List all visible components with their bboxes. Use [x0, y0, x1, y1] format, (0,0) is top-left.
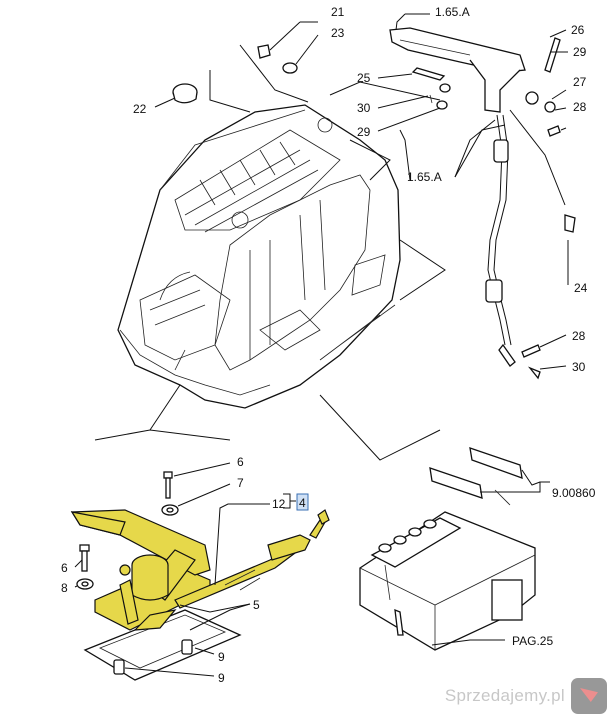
callout-6-left: 6 [61, 561, 68, 575]
washer-8 [76, 578, 94, 590]
callout-6-top: 6 [237, 455, 244, 469]
callout-21: 21 [331, 5, 345, 19]
callout-1-65a-mid: 1.65.A [407, 170, 442, 184]
callout-28-top: 28 [573, 100, 587, 114]
callout-4-badge [296, 493, 309, 511]
callout-9-00860: 9.00860 [552, 486, 596, 500]
callout-25: 25 [357, 71, 371, 85]
bolt-6b [79, 544, 90, 572]
bracket-leaders [377, 13, 569, 370]
bracket-top-right [389, 27, 561, 137]
plug-21 [257, 21, 318, 59]
watermark: Sprzedajemy.pl [445, 678, 607, 714]
control-module [359, 489, 536, 651]
watermark-text: Sprzedajemy.pl [444, 686, 565, 705]
callout-labels: 21 23 22 1.65.A 26 29 25 27 30 28 29 1.6… [61, 5, 596, 685]
spacer-9b [113, 659, 125, 675]
callout-12: 12 [272, 497, 286, 511]
callout-5: 5 [253, 598, 260, 612]
callout-7: 7 [237, 476, 244, 490]
washer-7 [161, 504, 179, 516]
callout-30-bottom: 30 [572, 360, 586, 374]
callout-pag-25: PAG.25 [512, 634, 553, 648]
cab-leader-lines [94, 44, 446, 461]
plug-23 [282, 34, 319, 74]
callout-29-mid: 29 [357, 125, 371, 139]
logo-icon [571, 678, 607, 714]
callout-9-top: 9 [218, 650, 225, 664]
cable-top-right [485, 114, 576, 380]
callout-4: 4 [299, 496, 306, 510]
callout-27: 27 [573, 75, 587, 89]
pedal-assembly [70, 509, 330, 681]
callout-26: 26 [571, 23, 585, 37]
callout-8: 8 [61, 581, 68, 595]
callout-1-65a-top: 1.65.A [435, 5, 470, 19]
callout-28-bottom: 28 [572, 329, 586, 343]
callout-23: 23 [331, 26, 345, 40]
cap-22 [154, 83, 198, 108]
callout-29-top: 29 [573, 45, 587, 59]
bolt-6a [163, 471, 173, 499]
callout-9-bottom: 9 [218, 671, 225, 685]
callout-22: 22 [133, 102, 147, 116]
callout-24: 24 [574, 281, 588, 295]
spacer-9a [181, 639, 193, 655]
pedal-leaders [74, 462, 296, 677]
cab-frame [117, 104, 401, 409]
bracket-9-00860 [429, 447, 550, 499]
callout-30-top: 30 [357, 101, 371, 115]
